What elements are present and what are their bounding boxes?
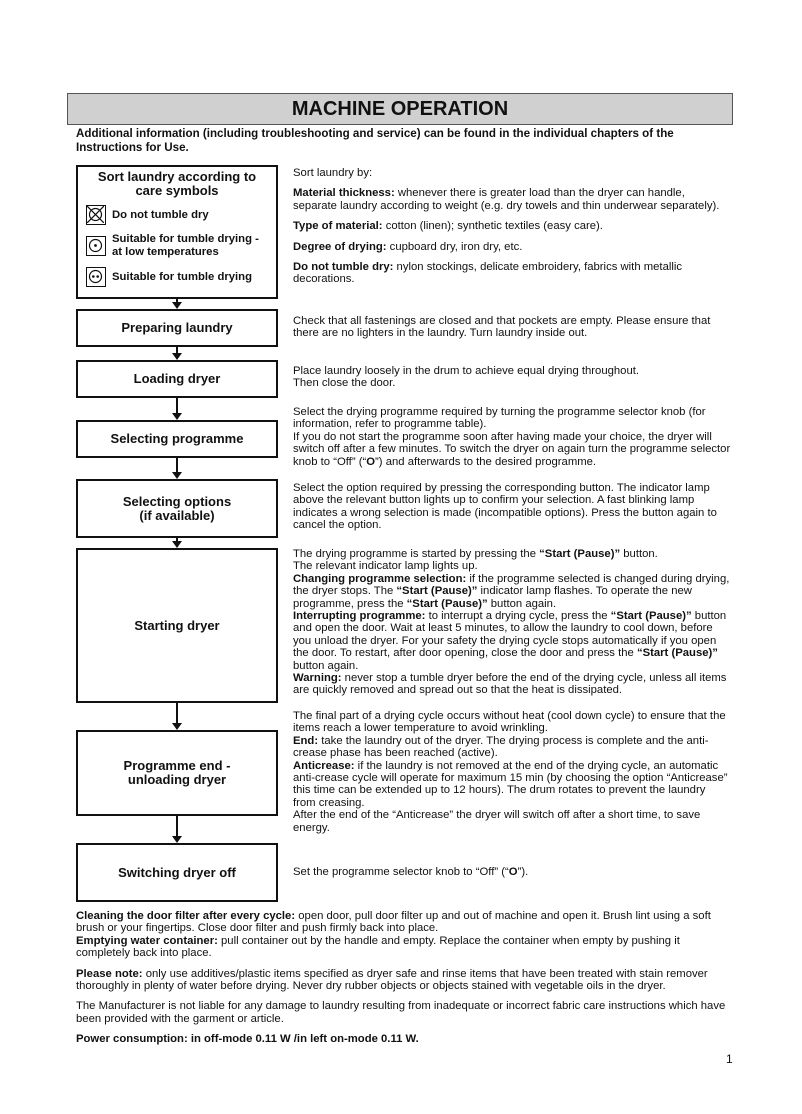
step-label: Loading dryer — [133, 371, 221, 386]
anticrease-label: Anticrease: — [293, 759, 355, 772]
loading-text-2: Then close the door. — [293, 377, 396, 390]
symbol-row-tumble-dry-low: Suitable for tumble drying - at low temp… — [86, 233, 272, 258]
page-title: MACHINE OPERATION — [67, 93, 733, 125]
selecting-programme-text-2c: ”) and afterwards to the desired program… — [375, 455, 597, 468]
do-not-tumble-dry-icon — [86, 205, 106, 225]
interrupting-label: Interrupting programme: — [293, 610, 426, 623]
page-number: 1 — [726, 1052, 733, 1066]
step-programme-end: Programme end - unloading dryer — [76, 730, 278, 816]
selecting-options-description: Select the option required by pressing t… — [293, 482, 731, 532]
end-text: take the laundry out of the dryer. The d… — [293, 734, 709, 760]
switching-off-description: Set the programme selector knob to “Off”… — [293, 866, 731, 878]
symbol-row-do-not-tumble-dry: Do not tumble dry — [86, 205, 209, 225]
warning-text: never stop a tumble dryer before the end… — [293, 672, 727, 697]
step-label-sub: (if available) — [139, 507, 215, 523]
loading-description: Place laundry loosely in the drum to ach… — [293, 365, 731, 390]
step-loading-dryer: Loading dryer — [76, 360, 278, 398]
warning-label: Warning: — [293, 672, 342, 685]
step-starting-dryer: Starting dryer — [76, 548, 278, 703]
programme-end-description: The final part of a drying cycle occurs … — [293, 710, 731, 834]
interrupting-text-a: to interrupt a drying cycle, press the — [425, 610, 611, 623]
flow-arrow-icon — [172, 347, 182, 360]
please-note-text: only use additives/plastic items specifi… — [76, 967, 708, 993]
liability-text: The Manufacturer is not liable for any d… — [76, 1000, 726, 1025]
anticrease-text: if the laundry is not removed at the end… — [293, 759, 728, 809]
symbol-label: Suitable for tumble drying — [112, 270, 252, 283]
selecting-programme-text-2a: If you do not start the programme soon a… — [293, 430, 731, 468]
water-container-text: pull container out by the handle and emp… — [76, 934, 680, 960]
tumble-dry-normal-icon — [86, 267, 106, 287]
intro-text: Additional information (including troubl… — [76, 127, 674, 154]
step-switching-dryer-off: Switching dryer off — [76, 843, 278, 902]
step-label: Programme end - — [123, 758, 231, 773]
step-selecting-options: Selecting options (if available) — [76, 479, 278, 538]
sort-laundry-heading: Sort laundry according to care symbols — [97, 169, 257, 198]
preparing-description: Check that all fastenings are closed and… — [293, 315, 731, 340]
changing-text-b: indicator lamp flashes. To operate the n… — [293, 585, 692, 610]
start-pause-label: “Start (Pause)” — [636, 647, 718, 660]
step-label-sub: unloading dryer — [127, 772, 227, 787]
loading-text-1: Place laundry loosely in the drum to ach… — [293, 365, 640, 377]
type-of-material-text: cotton (linen); synthetic textiles (easy… — [382, 220, 603, 233]
selecting-options-text: Select the option required by pressing t… — [293, 482, 717, 532]
symbol-label: Suitable for tumble drying - at low temp… — [112, 233, 259, 258]
start-pause-label: “Start (Pause)” — [610, 610, 692, 623]
interrupting-text-b: button and open the door. Wait at least … — [293, 610, 727, 660]
flow-arrow-icon — [172, 398, 182, 420]
interrupting-text-c: button again. — [293, 659, 359, 672]
sort-description: Sort laundry by: Material thickness: whe… — [293, 167, 731, 286]
do-not-tumble-dry-text: nylon stockings, delicate embroidery, fa… — [293, 261, 683, 286]
type-of-material-label: Type of material: — [293, 220, 383, 233]
tumble-dry-low-icon — [86, 235, 106, 256]
door-filter-text: open door, pull door filter up and out o… — [76, 910, 711, 935]
degree-of-drying-label: Degree of drying: — [293, 240, 387, 253]
programme-end-text-last: After the end of the “Anticrease” the dr… — [293, 809, 701, 834]
end-label: End: — [293, 734, 319, 747]
selecting-programme-text-1: Select the drying programme required by … — [293, 406, 706, 431]
changing-text-c: button again. — [487, 597, 557, 610]
degree-of-drying-text: cupboard dry, iron dry, etc. — [386, 240, 523, 253]
flow-arrow-icon — [172, 538, 182, 548]
programme-end-text-1: The final part of a drying cycle occurs … — [293, 710, 726, 735]
sort-lead: Sort laundry by: — [293, 167, 373, 179]
start-pause-label: “Start (Pause)” — [396, 585, 478, 598]
start-pause-label: “Start (Pause)” — [406, 597, 488, 610]
step-label: Switching dryer off — [118, 864, 236, 880]
flow-arrow-icon — [172, 816, 182, 843]
door-filter-label: Cleaning the door filter after every cyc… — [76, 910, 296, 922]
step-label: Selecting options — [122, 493, 232, 509]
step-label: Starting dryer — [134, 617, 220, 633]
flow-arrow-icon — [172, 703, 182, 730]
sort-laundry-box: Sort laundry according to care symbols D… — [76, 165, 278, 299]
material-thickness-label: Material thickness: — [293, 187, 395, 200]
start-pause-label: “Start (Pause)” — [539, 548, 621, 560]
flow-arrow-icon — [172, 299, 182, 309]
symbol-row-tumble-dry-normal: Suitable for tumble drying — [86, 267, 252, 287]
preparing-text: Check that all fastenings are closed and… — [293, 315, 711, 340]
starting-description: The drying programme is started by press… — [293, 548, 731, 697]
starting-text-1a: The drying programme is started by press… — [293, 548, 540, 560]
do-not-tumble-dry-label: Do not tumble dry: — [293, 261, 394, 274]
starting-text-1b: button. — [620, 548, 658, 560]
please-note-label: Please note: — [76, 967, 143, 980]
water-container-label: Emptying water container: — [76, 934, 218, 947]
material-thickness-text: whenever there is greater load than the … — [293, 187, 720, 212]
symbol-label: Do not tumble dry — [112, 208, 209, 221]
flow-arrow-icon — [172, 458, 182, 479]
changing-text-a: if the programme selected is changed dur… — [293, 572, 730, 598]
off-symbol: O — [366, 455, 376, 468]
selecting-programme-description: Select the drying programme required by … — [293, 406, 731, 468]
step-selecting-programme: Selecting programme — [76, 420, 278, 458]
step-label: Selecting programme — [110, 431, 244, 446]
changing-programme-label: Changing programme selection: — [293, 572, 467, 585]
starting-text-2: The relevant indicator lamp lights up. — [293, 560, 478, 573]
switching-off-text-c: ”). — [517, 866, 529, 878]
power-consumption: Power consumption: in off-mode 0.11 W /i… — [76, 1033, 419, 1046]
off-symbol: O — [508, 866, 518, 878]
switching-off-text-a: Set the programme selector knob to “Off”… — [293, 866, 509, 878]
step-label: Preparing laundry — [121, 320, 233, 335]
step-preparing-laundry: Preparing laundry — [76, 309, 278, 347]
footer-notes: Cleaning the door filter after every cyc… — [76, 910, 728, 1046]
